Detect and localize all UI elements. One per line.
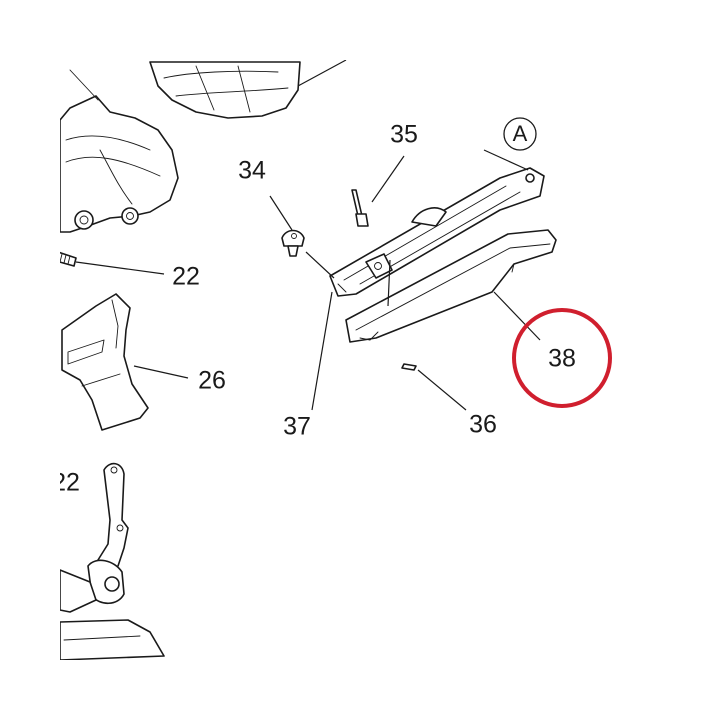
callout-22: 22 [172, 263, 200, 291]
highlight-circle [512, 308, 612, 408]
crop-mask-top [0, 0, 720, 60]
crop-mask-bottom [0, 660, 720, 720]
housing-fragment-top-left [59, 69, 179, 233]
callout-38: 38 [548, 345, 576, 373]
reference-marker-label: A [513, 121, 528, 146]
callout-34: 34 [238, 157, 266, 185]
pin-36 [401, 363, 417, 371]
callout-35: 35 [390, 121, 418, 149]
crop-mask-left [0, 0, 60, 720]
rail-38 [345, 229, 557, 343]
grip-part-26 [61, 293, 149, 431]
callout-26: 26 [198, 367, 226, 395]
bracket-37 [329, 167, 545, 297]
pin-34 [281, 229, 305, 257]
guard-fragment-top [149, 61, 301, 119]
callout-36: 36 [469, 411, 497, 439]
rivet-35 [351, 189, 369, 227]
reference-marker-a: A [503, 117, 537, 151]
leader-lines [75, 59, 541, 411]
callout-37: 37 [283, 413, 311, 441]
